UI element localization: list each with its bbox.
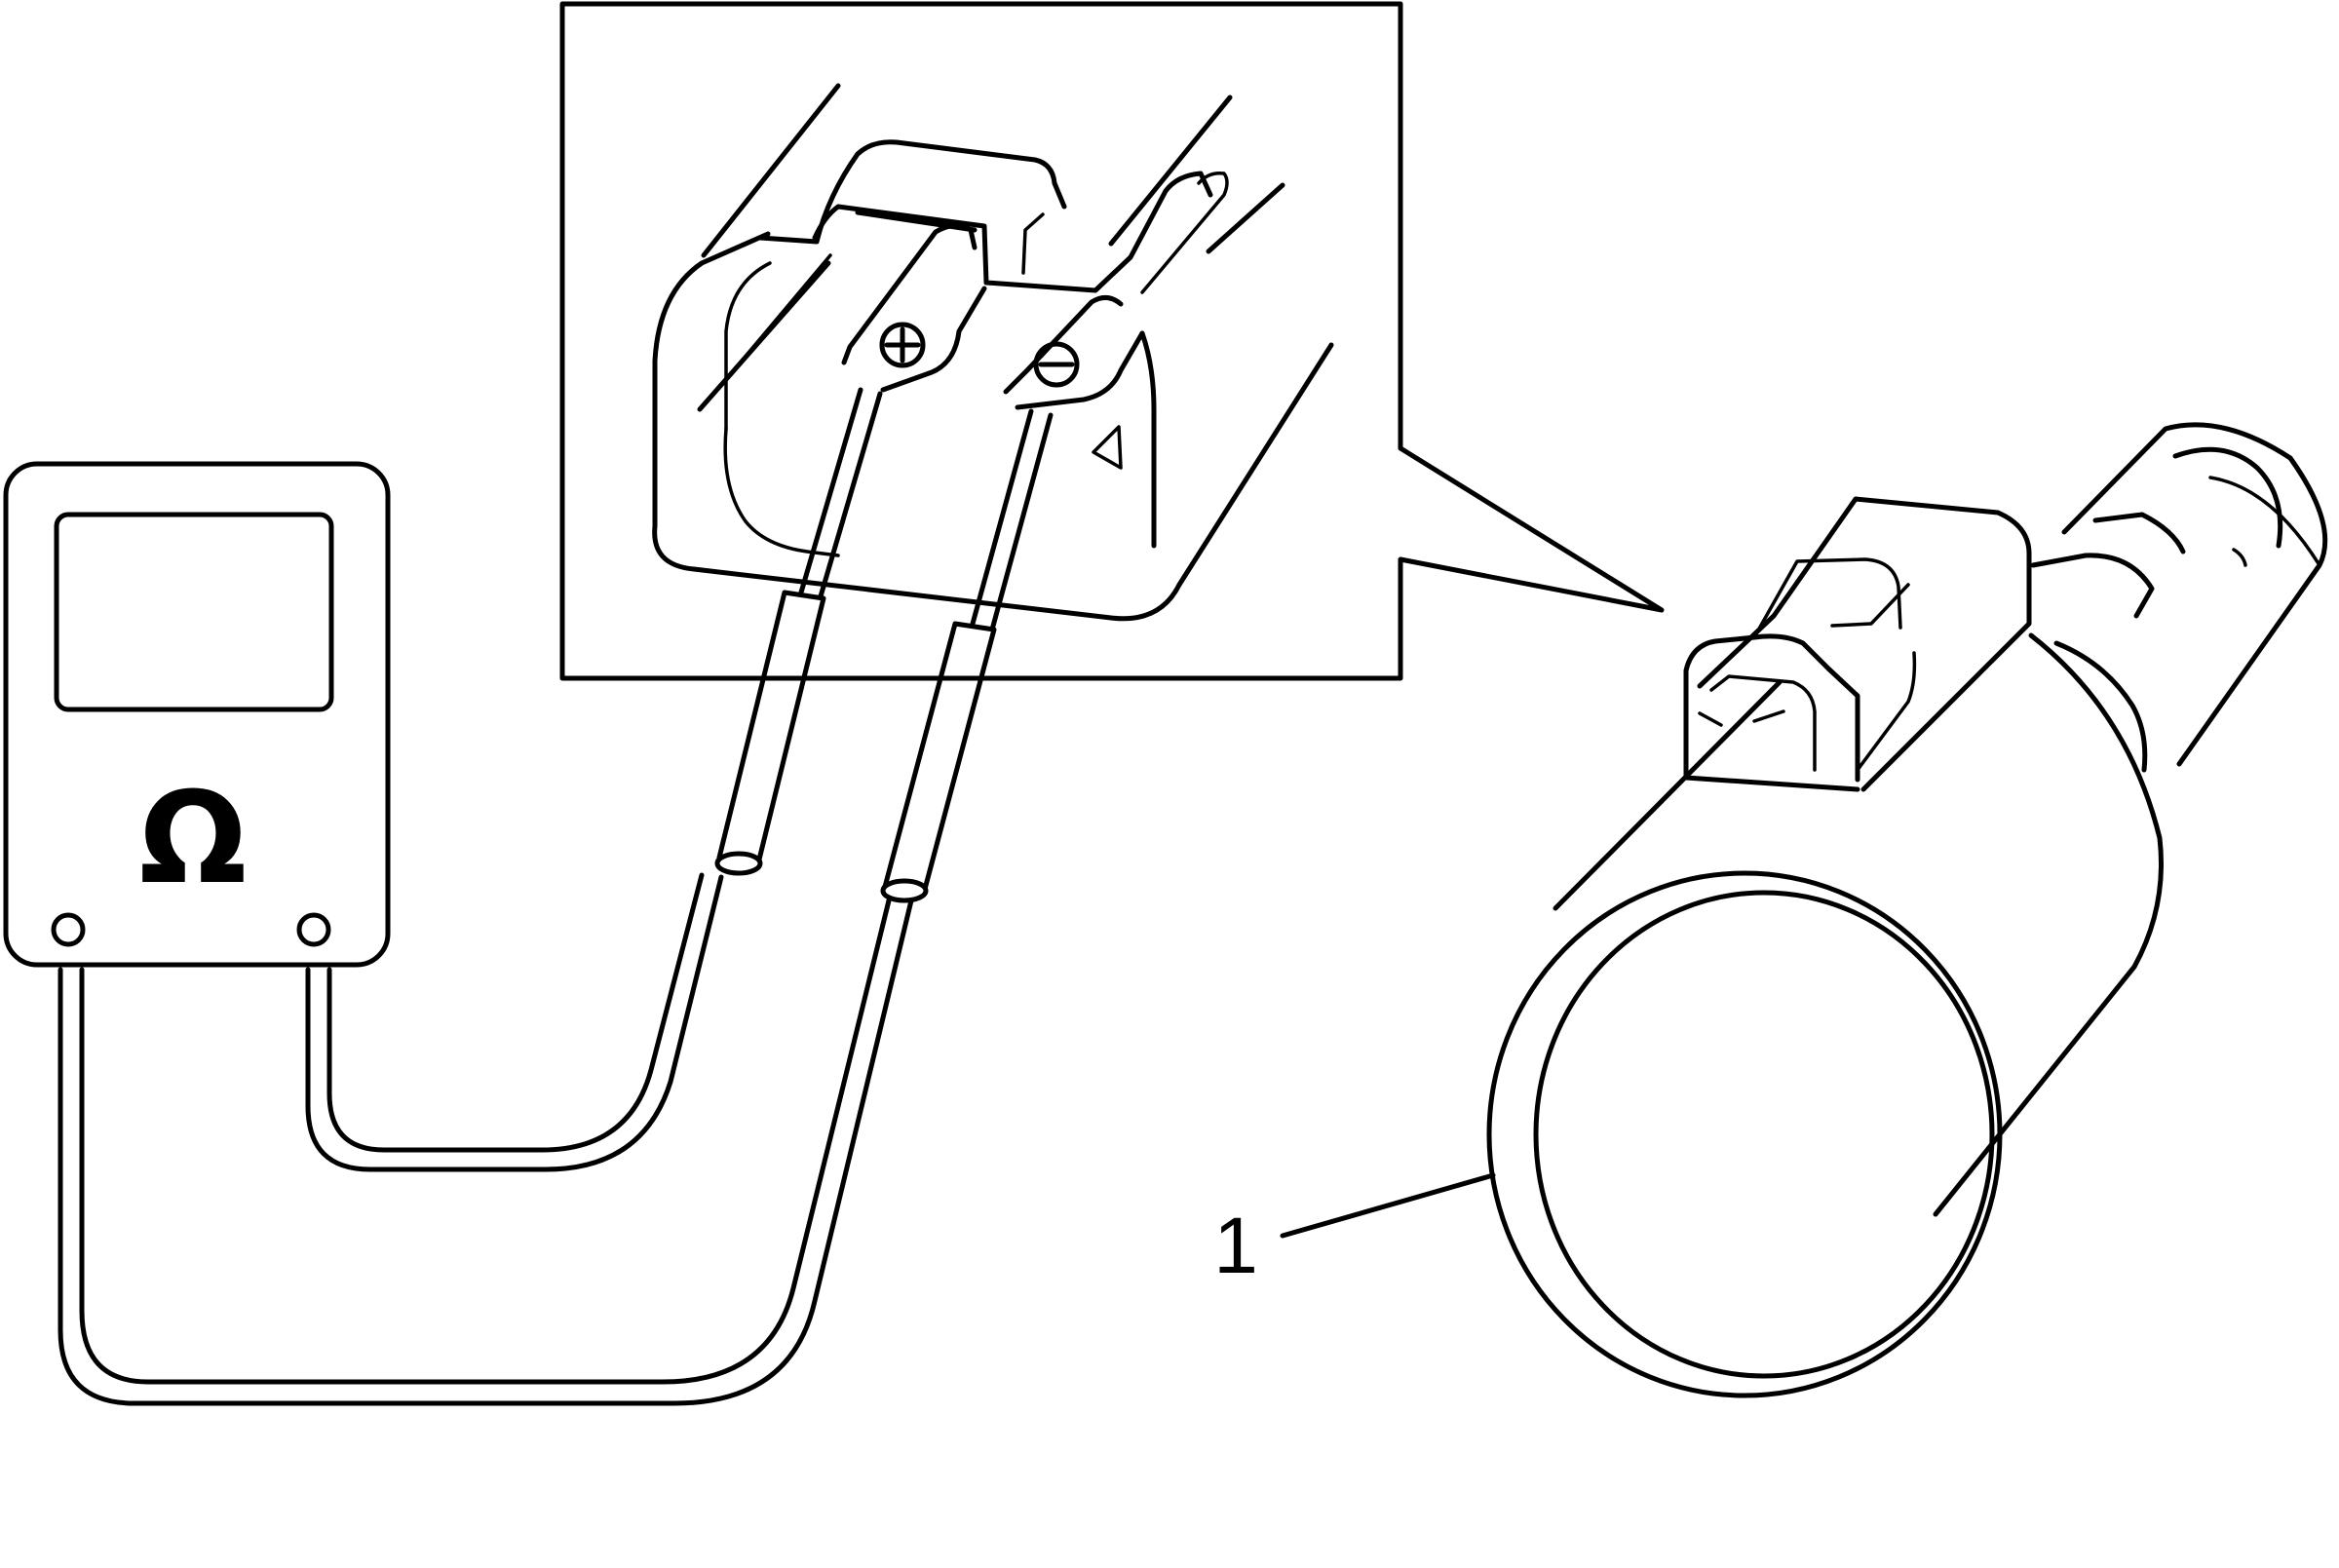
connector-inner-curve xyxy=(723,427,840,557)
connector-body-left xyxy=(652,231,771,572)
meter-body xyxy=(3,461,391,968)
latch-hook xyxy=(1140,171,1229,294)
sensor-rear-contour xyxy=(2208,476,2321,567)
sensor-connector-top xyxy=(1697,496,2032,792)
sensor-collar-edge xyxy=(2053,640,2148,773)
sensor-outlet-ring-outer xyxy=(1486,870,2003,1398)
lead-negative-inner xyxy=(79,890,894,1385)
connector-diag-c xyxy=(1108,95,1233,247)
meter-jack-right xyxy=(296,912,331,947)
sensor-component xyxy=(1486,422,2328,1398)
latch-front xyxy=(812,204,989,286)
connector-diag-b xyxy=(715,253,832,392)
terminal-lug-positive-base xyxy=(880,286,987,393)
sensor-connector-slot xyxy=(1709,674,1817,772)
connector-body-bottom xyxy=(691,342,1334,622)
probe-positive-tip-a xyxy=(798,387,863,595)
sensor-housing-top xyxy=(1553,679,1783,911)
detail-inset xyxy=(559,1,1665,681)
lead-positive-outer xyxy=(305,874,724,1172)
sensor-rear-body xyxy=(2061,422,2328,767)
sensor-rear-lip xyxy=(2092,512,2186,555)
sensor-housing-side xyxy=(1933,632,2164,1217)
meter-display xyxy=(54,512,334,712)
sensor-rear-ring xyxy=(2172,446,2283,549)
connector-inner-left xyxy=(724,261,772,431)
probe-positive-collar xyxy=(714,851,763,876)
connector-left-edge xyxy=(701,83,841,258)
latch-notch xyxy=(1021,212,1045,275)
terminal-lug-negative xyxy=(1003,295,1124,395)
inset-frame xyxy=(559,1,1665,681)
sensor-connector-ridge xyxy=(1830,583,1910,628)
probe-positive xyxy=(714,387,883,876)
positive-terminal-icon xyxy=(879,322,926,368)
ohmmeter: Ω xyxy=(3,461,391,968)
probe-positive-tip-b xyxy=(818,391,883,599)
latch-top xyxy=(757,139,1067,245)
sensor-connector-side xyxy=(1856,651,1917,772)
sensor-rear-notch xyxy=(2232,548,2247,567)
terminal-lug-positive xyxy=(841,223,978,365)
lead-positive-inner xyxy=(326,872,705,1153)
test-leads xyxy=(58,872,915,1406)
sensor-connector-mark-b xyxy=(1752,709,1785,723)
sensor-connector-latch xyxy=(1752,557,1902,639)
probe-positive-handle xyxy=(716,590,826,866)
ohm-symbol: Ω xyxy=(139,764,248,912)
sensor-connector-bottom xyxy=(1683,775,1860,792)
callout-1: 1 xyxy=(1213,1172,1496,1290)
probe-negative xyxy=(880,408,1054,903)
probe-negative-tip-b xyxy=(989,412,1054,632)
probe-negative-tip-a xyxy=(970,408,1034,627)
probe-negative-handle xyxy=(882,621,997,896)
callout-label: 1 xyxy=(1213,1202,1258,1290)
probe-negative-collar xyxy=(880,878,929,903)
sensor-connector-mark-a xyxy=(1698,711,1723,727)
latch-right xyxy=(983,171,1213,293)
lead-negative-outer xyxy=(58,894,915,1406)
sensor-connector-face xyxy=(1683,633,1860,783)
terminal-lug-negative-base xyxy=(1015,330,1145,410)
callout-leader-line xyxy=(1280,1172,1496,1239)
connector-side-edge xyxy=(1139,330,1157,549)
connector-tab xyxy=(1092,425,1123,470)
meter-jack-left xyxy=(51,912,86,947)
negative-terminal-icon xyxy=(1033,341,1080,388)
sensor-outlet-ring-inner xyxy=(1533,890,1995,1379)
sensor-collar xyxy=(2030,553,2155,619)
connector-diag-d xyxy=(1206,182,1285,254)
